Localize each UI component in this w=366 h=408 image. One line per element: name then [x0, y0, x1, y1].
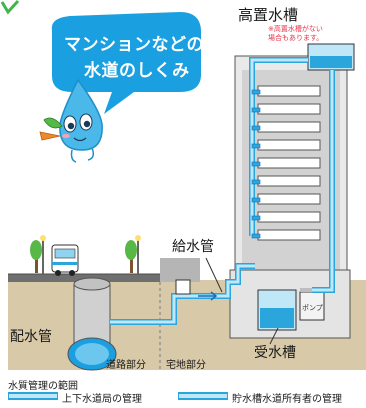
street-light-2 [135, 235, 141, 274]
legend-swatch-owner [178, 392, 228, 400]
bubble-line-1: マンションなどの [64, 35, 204, 55]
pump-unit [299, 288, 325, 321]
elevated-tank-note-1: ※高置水槽がない [268, 25, 323, 33]
floor-taps [251, 89, 261, 239]
distribution-main-label: 配水管 [10, 329, 52, 345]
bubble-line-2: 水道のしくみ [84, 61, 190, 81]
water-drop-mascot [39, 78, 103, 163]
speech-bubble [51, 12, 202, 114]
legend-waterworks-label: 上下水道局の管理 [62, 394, 142, 405]
supply-pipe [110, 263, 255, 325]
distribution-main-pipe [67, 277, 117, 371]
down-pipe [249, 57, 308, 236]
bus [51, 244, 79, 276]
legend-title: 水質管理の範囲 [8, 381, 78, 392]
building-floors [257, 85, 321, 241]
meter-box [175, 279, 191, 295]
tree-1 [30, 240, 42, 273]
riser-pipe [312, 70, 335, 293]
residential-section-label: 宅地部分 [166, 360, 206, 371]
elevated-tank [307, 43, 355, 71]
legend-owner-label: 貯水槽水道所有者の管理 [232, 394, 342, 405]
check-mark-icon [0, 0, 20, 15]
receiving-tank-label: 受水槽 [254, 345, 296, 361]
curb [160, 258, 200, 282]
supply-pipe-label: 給水管 [172, 239, 214, 255]
legend-swatch-waterworks [8, 392, 58, 400]
receiving-tank [257, 289, 297, 331]
road-surface [8, 274, 160, 282]
pump-label: ポンプ [302, 304, 323, 312]
flow-arrow-icon [198, 291, 218, 301]
tree-2 [125, 240, 137, 273]
street-light-1 [40, 235, 46, 274]
elevated-tank-label: 高置水槽 [238, 6, 299, 24]
elevated-tank-note-2: 場合もあります。 [268, 34, 324, 42]
supply-pipe-pointer [205, 257, 223, 293]
tank-pointer [269, 327, 279, 345]
road-section-label: 道路部分 [106, 360, 146, 371]
